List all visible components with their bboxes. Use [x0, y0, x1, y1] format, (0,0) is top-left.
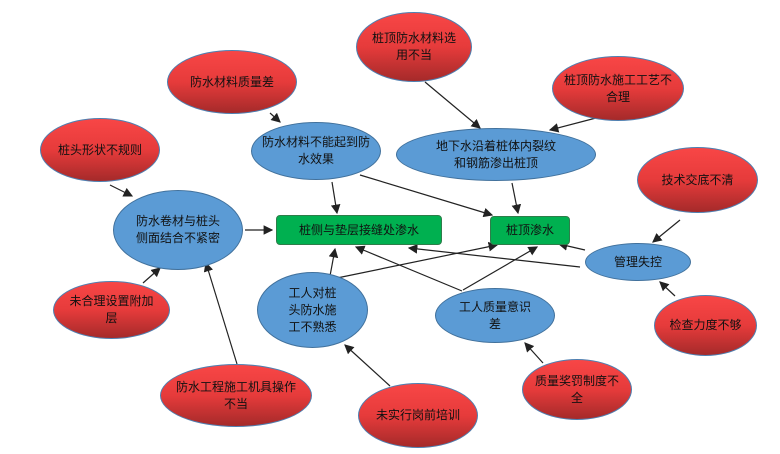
arrow: [557, 241, 586, 251]
arrow: [354, 245, 463, 292]
arrow: [328, 247, 339, 277]
arrow: [659, 281, 676, 297]
arrow: [203, 261, 238, 365]
arrow: [109, 184, 134, 197]
cause-material-ineffective: 防水材料不能起到防水效果: [251, 122, 381, 180]
arrow: [330, 181, 341, 215]
arrow: [269, 112, 281, 123]
arrow: [424, 81, 481, 129]
root-cause-improper-material-selection: 桩顶防水材料选用不当: [356, 12, 472, 82]
root-cause-poor-material-quality: 防水材料质量差: [167, 50, 297, 114]
cause-poor-quality-awareness: 工人质量意识差: [435, 288, 555, 343]
root-cause-no-additional-layer: 未合理设置附加层: [53, 281, 170, 339]
root-cause-irregular-pile-head: 桩头形状不规则: [40, 118, 160, 182]
root-cause-insufficient-inspection: 检查力度不够: [654, 295, 757, 356]
arrow: [652, 219, 681, 243]
arrow: [336, 241, 499, 279]
cause-management-out-of-control: 管理失控: [585, 243, 691, 281]
root-cause-unclear-briefing: 技术交底不清: [637, 147, 758, 213]
arrow: [548, 117, 597, 133]
cause-workers-unfamiliar: 工人对桩头防水施工不熟悉: [257, 272, 368, 348]
root-cause-incomplete-reward-system: 质量奖罚制度不全: [522, 359, 632, 420]
arrow: [359, 174, 494, 218]
arrow: [524, 342, 544, 364]
effect-top-seepage: 桩顶渗水: [490, 216, 570, 245]
arrow: [407, 244, 581, 268]
arrow: [142, 267, 161, 284]
root-cause-unreasonable-process: 桩顶防水施工工艺不合理: [552, 56, 684, 121]
cause-groundwater-cracks: 地下水沿着桩体内裂纹和钢筋渗出桩顶: [396, 128, 596, 181]
root-cause-improper-machine-operation: 防水工程施工机具操作不当: [160, 364, 312, 427]
cause-membrane-not-tight: 防水卷材与桩头侧面结合不紧密: [113, 190, 243, 270]
root-cause-no-pre-job-training: 未实行岗前培训: [358, 383, 478, 448]
arrow: [344, 344, 391, 387]
arrow: [511, 182, 522, 215]
arrow: [462, 246, 539, 291]
effect-side-seepage: 桩侧与垫层接缝处渗水: [276, 215, 442, 245]
